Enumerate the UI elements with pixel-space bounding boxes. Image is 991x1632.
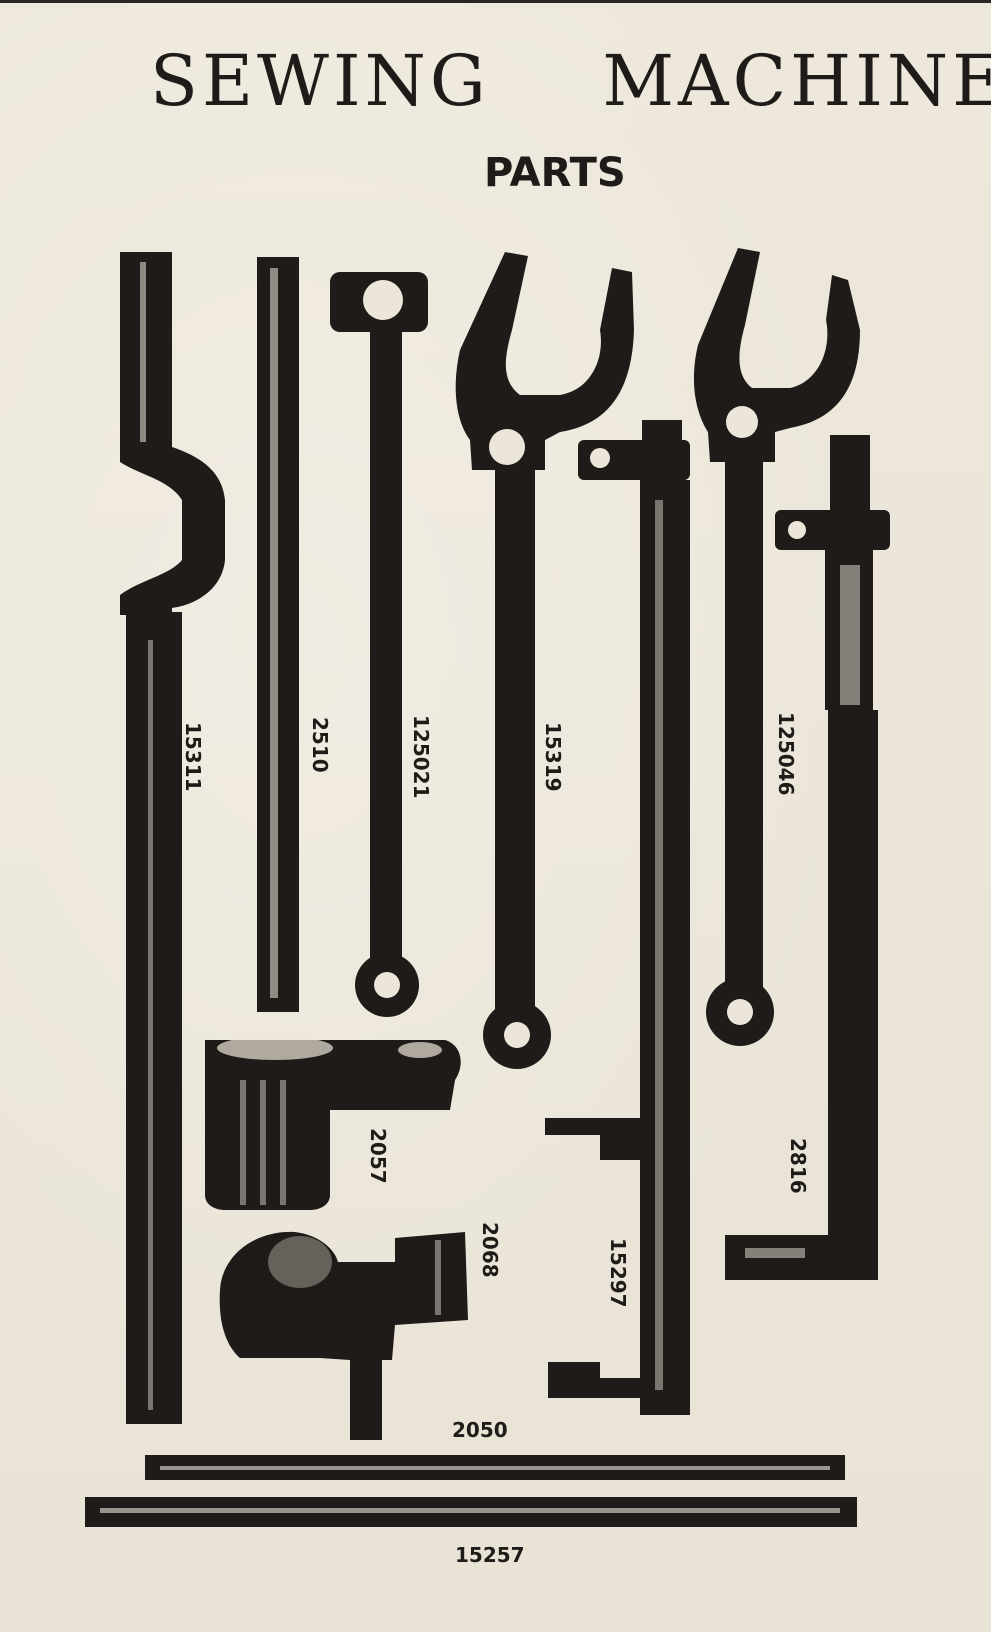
label-15257: 15257 xyxy=(455,1543,525,1567)
label-2816: 2816 xyxy=(786,1138,810,1194)
label-125046: 125046 xyxy=(774,712,798,796)
part-15311-shaft-drawing xyxy=(120,252,225,1424)
part-2816-shaft-drawing xyxy=(725,435,890,1280)
label-15319: 15319 xyxy=(541,722,565,792)
page-subtitle: PARTS xyxy=(484,150,626,196)
part-15257-bar-drawing xyxy=(85,1497,857,1527)
part-2510-rod-drawing xyxy=(257,257,299,1012)
label-125021: 125021 xyxy=(409,715,433,799)
label-2510: 2510 xyxy=(308,717,332,773)
part-125021-connecting-rod-drawing xyxy=(330,272,428,1017)
part-15297-shaft-drawing xyxy=(545,420,690,1415)
top-border-line xyxy=(0,0,991,3)
part-125046-fork-lever-drawing xyxy=(693,248,860,1046)
part-2050-bar-drawing xyxy=(145,1455,845,1480)
label-2068: 2068 xyxy=(478,1222,502,1278)
title-word-machine: MACHINE xyxy=(602,40,991,122)
part-2068-cam-drawing xyxy=(219,1231,468,1440)
part-2057-eccentric-drawing xyxy=(205,1036,461,1210)
label-15297: 15297 xyxy=(606,1238,630,1308)
label-2050: 2050 xyxy=(452,1418,508,1442)
page-title: SEWING MACHINE xyxy=(150,40,991,122)
label-15311: 15311 xyxy=(181,722,205,792)
part-15319-fork-lever-drawing xyxy=(455,252,634,1069)
title-word-sewing: SEWING xyxy=(150,40,490,122)
label-2057: 2057 xyxy=(366,1128,390,1184)
